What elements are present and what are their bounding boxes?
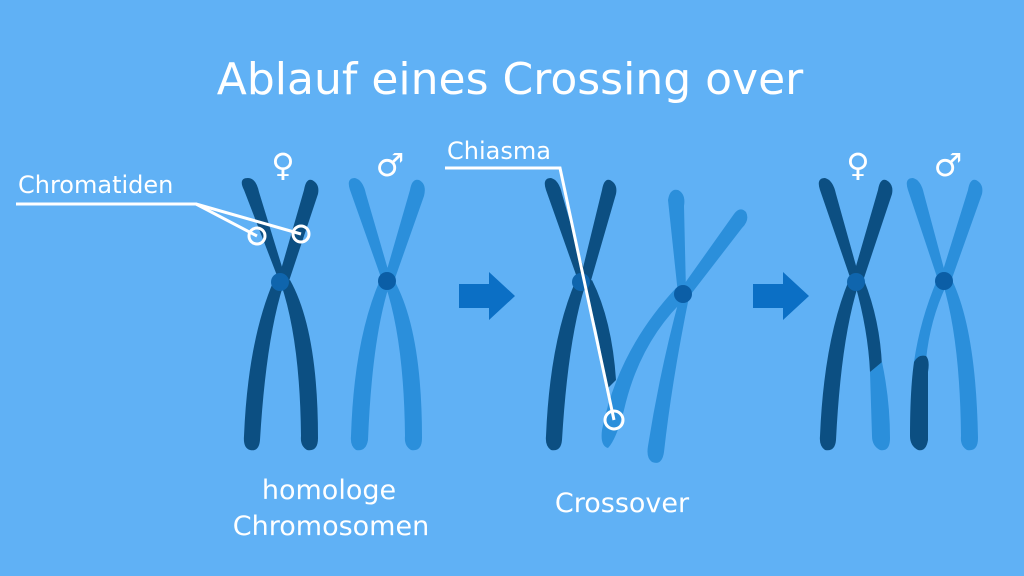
chiasma-label: Chiasma xyxy=(447,137,551,165)
swapped-segment xyxy=(910,355,929,451)
chromatid-upper-right xyxy=(680,209,748,298)
female-symbol: ♀ xyxy=(846,146,869,184)
swapped-segment xyxy=(870,362,890,451)
chromatid-lower-left xyxy=(601,288,688,448)
stage-crossover: Chiasma Crossover xyxy=(445,137,748,519)
centromere xyxy=(271,273,289,291)
paternal-chromosome xyxy=(348,178,425,451)
homologous-label-line2: Chromosomen xyxy=(233,511,429,542)
chromatids-pointer xyxy=(16,202,311,246)
centromere xyxy=(935,272,953,290)
chiasma-pointer xyxy=(445,166,625,431)
maternal-chromosome xyxy=(241,178,319,451)
centromere xyxy=(847,273,865,291)
crossover-label: Crossover xyxy=(555,488,690,519)
maternal-chromosome-recombined xyxy=(818,178,893,451)
female-symbol: ♀ xyxy=(271,146,294,184)
chromatid-left xyxy=(241,178,286,451)
chromatids-label: Chromatiden xyxy=(18,171,173,199)
stage-homologous-chromosomes: ♀ ♂ Chromatiden homologe Chromosomen xyxy=(16,146,429,542)
chromatid-upper-left xyxy=(668,189,686,294)
chromatid-left xyxy=(348,178,391,451)
diagram-title: Ablauf eines Crossing over xyxy=(217,54,804,105)
maternal-chromosome xyxy=(544,178,617,451)
chromatid-lower-right xyxy=(647,292,690,463)
male-symbol: ♂ xyxy=(376,146,405,184)
arrow-right-icon xyxy=(459,272,515,320)
chromatid-left xyxy=(818,178,860,451)
paternal-chromosome-recombined xyxy=(906,178,983,451)
chromatid-right xyxy=(278,179,319,451)
homologous-label-line1: homologe xyxy=(262,475,396,506)
chromatid-right xyxy=(940,179,983,451)
centromere xyxy=(378,272,396,290)
arrow-right-icon xyxy=(753,272,809,320)
stage-recombined-chromosomes: ♀ ♂ xyxy=(818,146,983,451)
chromatid-right xyxy=(384,179,425,451)
male-symbol: ♂ xyxy=(934,146,963,184)
chromatid-right xyxy=(580,179,617,390)
paternal-chromosome xyxy=(601,189,748,463)
chromatid-left xyxy=(544,178,587,451)
chromatid-left xyxy=(906,178,947,362)
centromere xyxy=(674,285,692,303)
